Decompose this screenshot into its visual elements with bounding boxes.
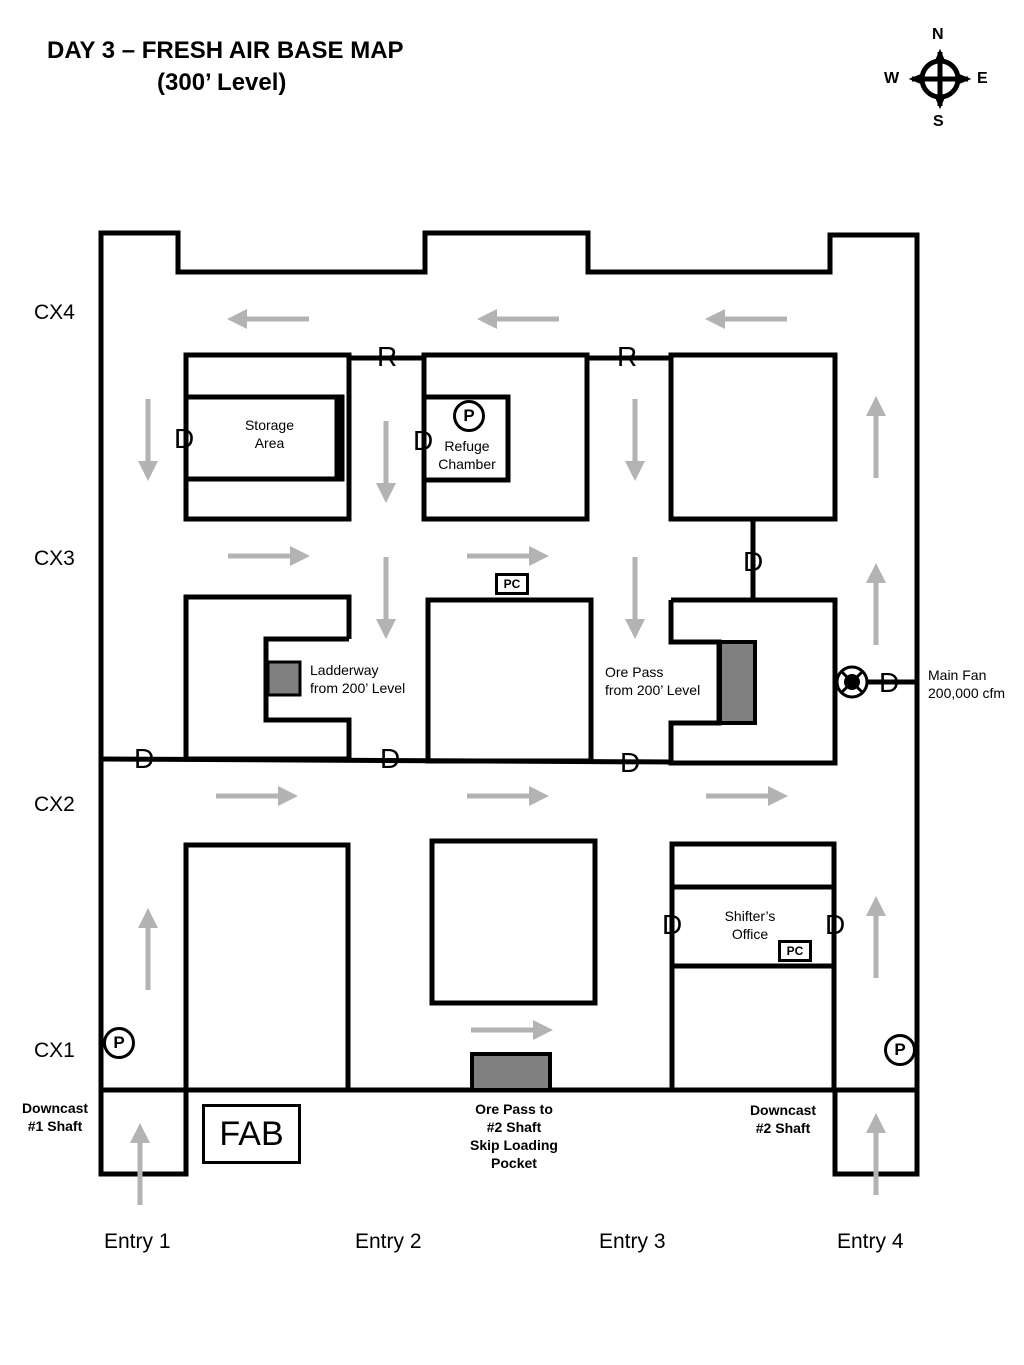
pillar-middle-right	[668, 597, 838, 766]
pillar-middle-center	[425, 597, 594, 764]
door-cx2-e1: D	[134, 743, 155, 774]
person-marker-entry4: P	[884, 1034, 916, 1066]
compass-north: N	[932, 26, 944, 43]
refuge-chamber-box	[421, 394, 511, 483]
outer-wall	[98, 230, 920, 1090]
downcast-1-label: Downcast#1 Shaft	[21, 1100, 89, 1134]
crosscut-cx4: CX4	[34, 301, 75, 324]
person-marker-entry1: P	[103, 1027, 135, 1059]
compass-west: W	[884, 70, 900, 87]
phone-pc-shifter: PC	[778, 940, 812, 962]
pillar-lower-left	[183, 842, 351, 1093]
map-title: DAY 3 – FRESH AIR BASE MAP	[47, 37, 404, 64]
entry-2-label: Entry 2	[355, 1230, 422, 1253]
ore-pass-200-box	[718, 640, 757, 725]
ore-pass-skip-pocket	[470, 1052, 552, 1092]
stopping-cx2	[100, 756, 672, 765]
regulator-cx4-e2: R	[377, 341, 398, 372]
entry-4-label: Entry 4	[837, 1230, 904, 1253]
downcast-1-shaft	[98, 1087, 189, 1177]
person-marker-refuge: P	[453, 400, 485, 432]
storage-area-box	[183, 394, 345, 482]
door-main-fan: D	[879, 667, 900, 698]
phone-pc-cx3: PC	[495, 573, 529, 595]
door-shifter-west: D	[662, 909, 683, 940]
door-refuge: D	[413, 425, 434, 456]
crosscut-cx3: CX3	[34, 547, 75, 570]
door-storage: D	[174, 423, 195, 454]
door-shifter-east: D	[825, 909, 846, 940]
crosscut-cx1: CX1	[34, 1039, 75, 1062]
pillar-lower-middle	[429, 838, 598, 1006]
door-e4-cx3: D	[743, 546, 764, 577]
pillar-upper-right	[668, 352, 838, 522]
entry-1-label: Entry 1	[104, 1230, 171, 1253]
downcast-2-label: Downcast#2 Shaft	[749, 1102, 817, 1136]
ladderway-ore-box	[266, 660, 302, 697]
door-cx2-e2: D	[380, 743, 401, 774]
regulator-cx4-e3: R	[617, 341, 638, 372]
map-subtitle: (300’ Level)	[157, 69, 287, 96]
airflow-arrows	[130, 309, 886, 1205]
compass-east: E	[977, 70, 988, 87]
crosscut-cx2: CX2	[34, 793, 75, 816]
compass-south: S	[933, 113, 944, 130]
main-fan-icon	[835, 665, 869, 699]
mine-walls	[98, 230, 920, 1177]
door-cx2-e3: D	[620, 747, 641, 778]
entry-3-label: Entry 3	[599, 1230, 666, 1253]
compass-rose-icon	[908, 48, 972, 110]
fab-box: FAB	[202, 1104, 301, 1164]
